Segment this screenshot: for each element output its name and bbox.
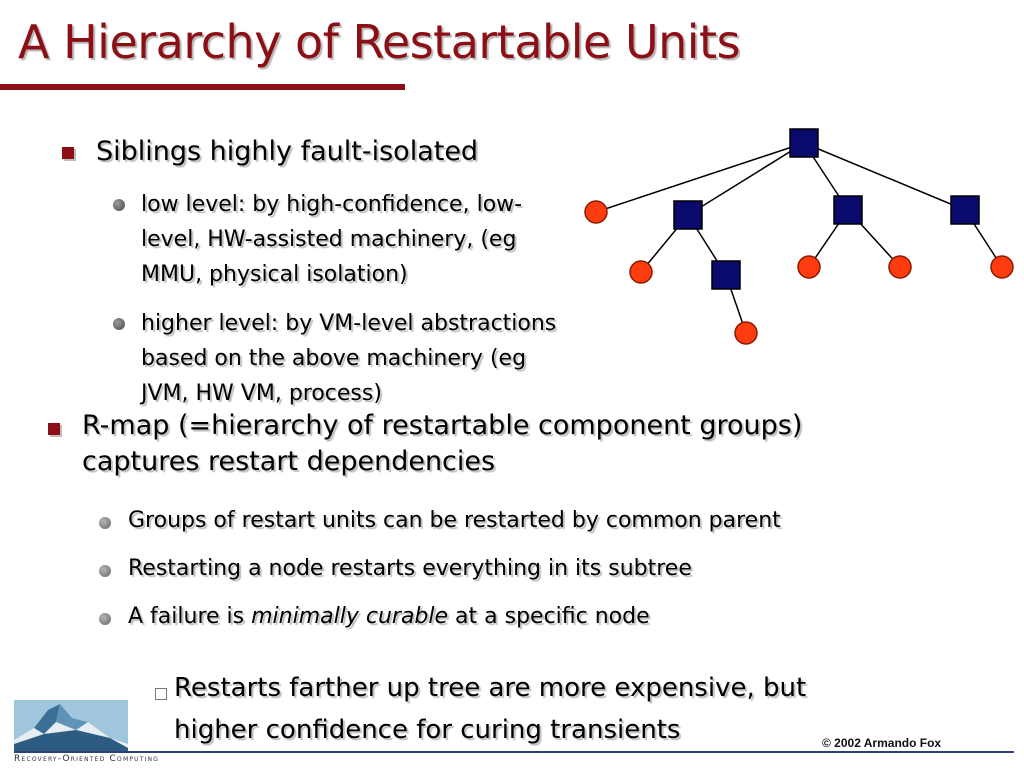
text-line: MMU, physical isolation) — [141, 262, 408, 287]
tree-root-node — [789, 128, 819, 158]
slide-title: A Hierarchy of Restartable Units — [18, 15, 741, 69]
sub-bullet-restarting: Restarting a node restarts everything in… — [128, 556, 692, 581]
text-line: based on the above machinery (eg — [141, 346, 527, 371]
text-run: A failure is — [128, 604, 252, 629]
text-line: level, HW-assisted machinery, (eg — [141, 227, 517, 252]
tree-inner-node — [950, 195, 980, 225]
bullet-siblings: Siblings highly fault-isolated — [96, 136, 479, 167]
sub-sub-bullet-cost: Restarts farther up tree are more expens… — [174, 667, 974, 751]
tree-inner-node — [711, 260, 741, 290]
roc-logo-icon — [14, 700, 128, 752]
round-bullet-icon — [113, 199, 125, 211]
text-line: low level: by high-confidence, low- — [141, 192, 523, 217]
sub-bullet-low-level: low level: by high-confidence, low- leve… — [141, 187, 591, 292]
bullet-rmap: R-map (=hierarchy of restartable compone… — [82, 408, 982, 480]
tree-leaf-node — [734, 321, 758, 345]
text-line: R-map (=hierarchy of restartable compone… — [82, 410, 803, 441]
round-bullet-icon — [113, 318, 125, 330]
text-line: JVM, HW VM, process) — [141, 381, 382, 406]
square-bullet-icon — [62, 147, 74, 159]
tree-leaf-node — [584, 200, 608, 224]
hollow-square-bullet-icon — [155, 688, 167, 700]
title-underline — [0, 84, 405, 90]
tree-inner-node — [673, 200, 703, 230]
text-line: captures restart dependencies — [82, 446, 496, 477]
tree-leaf-node — [629, 260, 653, 284]
sub-bullet-higher-level: higher level: by VM-level abstractions b… — [141, 306, 621, 411]
sub-bullet-minimally-curable: A failure is minimally curable at a spec… — [128, 602, 650, 632]
copyright-notice: © 2002 Armando Fox — [822, 736, 942, 750]
logo-caption: Recovery-Oriented Computing — [14, 754, 160, 764]
rmap-tree-diagram — [584, 128, 1014, 345]
tree-leaf-node — [888, 255, 912, 279]
tree-leaf-node — [990, 255, 1014, 279]
text-line: Restarts farther up tree are more expens… — [174, 673, 807, 703]
text-line: higher confidence for curing transients — [174, 715, 681, 745]
square-bullet-icon — [48, 423, 60, 435]
footer-divider — [14, 751, 1014, 753]
text-run: at a specific node — [448, 604, 650, 629]
tree-inner-node — [833, 195, 863, 225]
round-bullet-icon — [99, 565, 111, 577]
emphasis-text: minimally curable — [251, 604, 449, 629]
tree-leaf-node — [797, 255, 821, 279]
text-line: higher level: by VM-level abstractions — [141, 311, 557, 336]
round-bullet-icon — [99, 517, 111, 529]
round-bullet-icon — [99, 613, 111, 625]
sub-bullet-groups: Groups of restart units can be restarted… — [128, 508, 781, 533]
